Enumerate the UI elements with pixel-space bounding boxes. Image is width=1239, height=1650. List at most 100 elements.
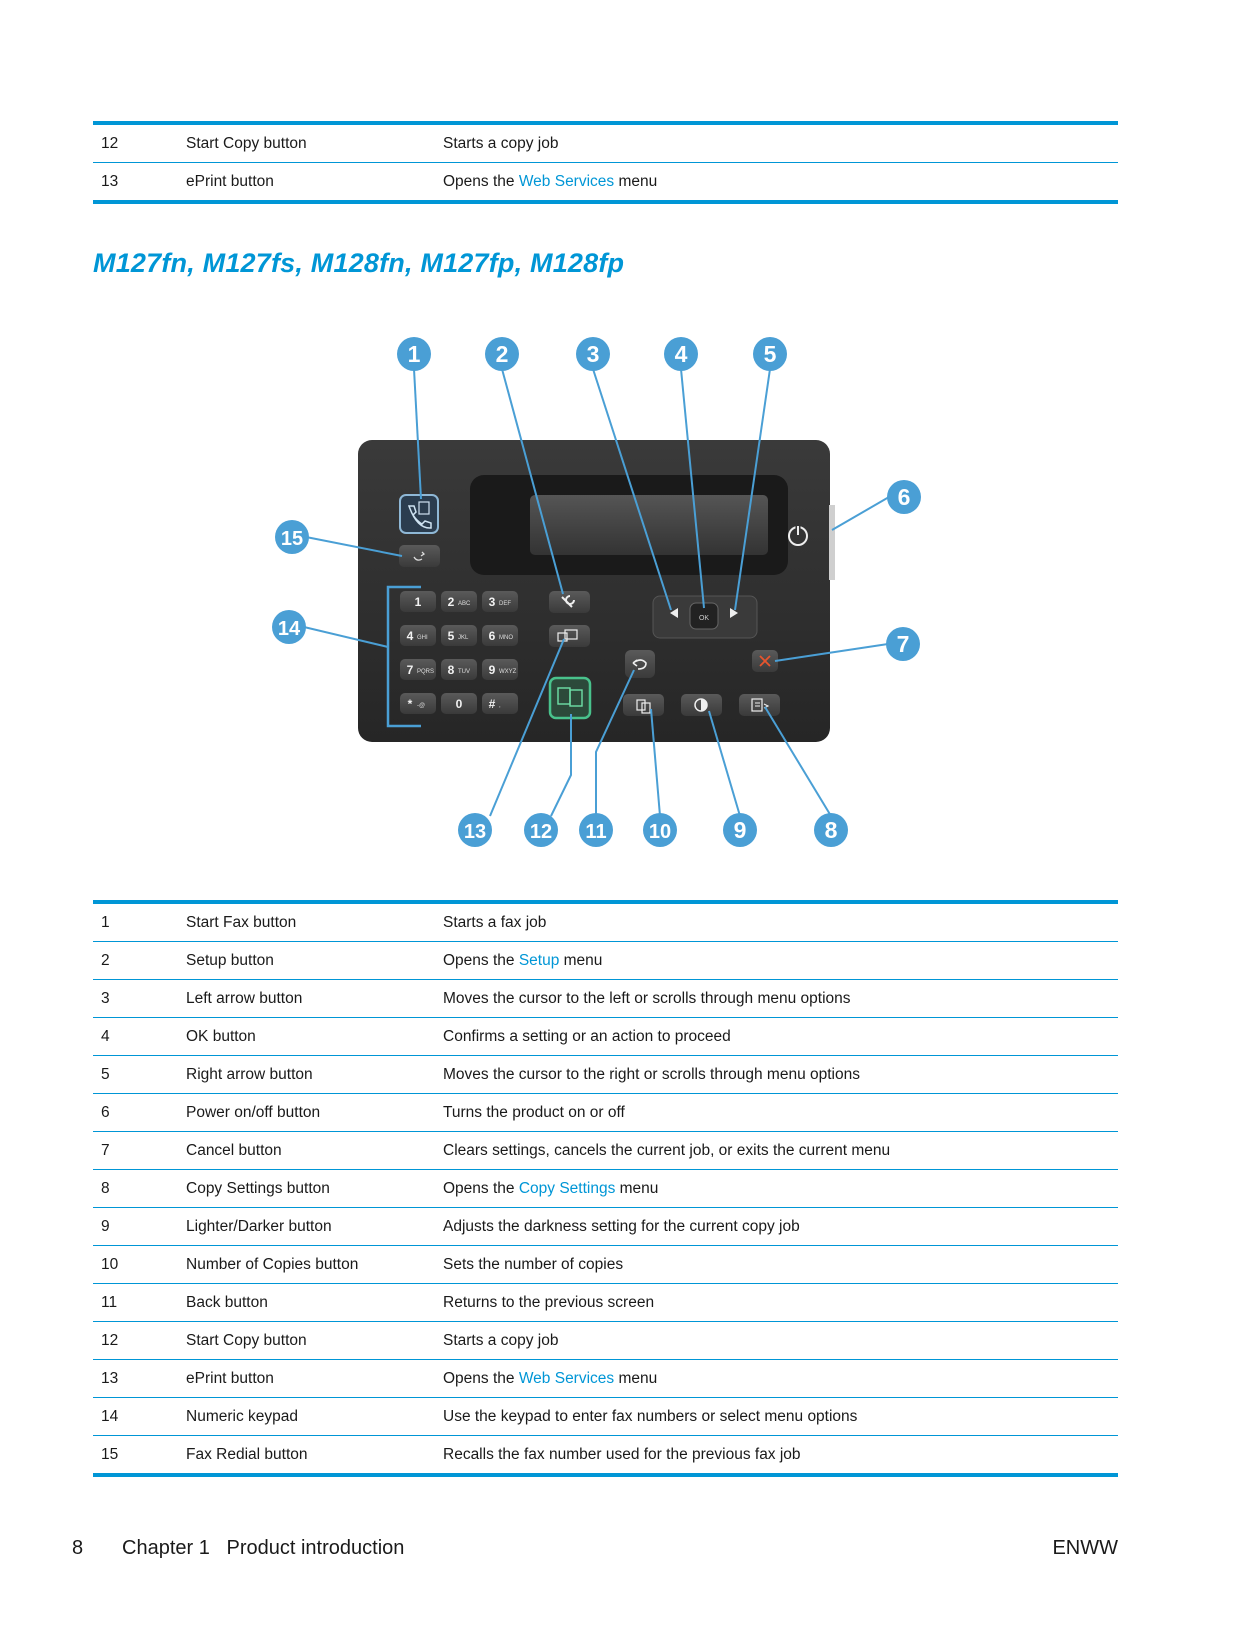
row-number: 12	[101, 1332, 119, 1349]
callout-4: 4	[664, 337, 698, 371]
setup-button[interactable]	[549, 591, 590, 613]
callout-6: 6	[887, 480, 921, 514]
row-number: 13	[101, 173, 119, 190]
row-desc: Returns to the previous screen	[443, 1294, 655, 1311]
cancel-button[interactable]	[752, 650, 778, 672]
callout-11: 11	[579, 813, 613, 847]
callout-10: 10	[643, 813, 677, 847]
row-desc: Starts a copy job	[443, 1332, 559, 1349]
menu-link[interactable]: Setup	[518, 952, 560, 969]
key-10[interactable]: * -@	[400, 693, 436, 714]
callout-3: 3	[576, 337, 610, 371]
row-number: 6	[101, 1104, 110, 1121]
row-desc: Recalls the fax number used for the prev…	[443, 1446, 801, 1463]
callout-number: 11	[585, 821, 606, 843]
start-fax-button[interactable]	[399, 494, 439, 534]
right-arrow-button[interactable]	[730, 608, 738, 618]
row-number: 15	[101, 1446, 119, 1463]
row-number: 1	[101, 914, 110, 931]
row-desc: Starts a copy job	[443, 135, 559, 152]
row-desc: Opens the Setup menu	[443, 952, 603, 969]
row-desc: Confirms a setting or an action to proce…	[443, 1028, 731, 1045]
row-number: 12	[101, 135, 119, 152]
row-name: Fax Redial button	[186, 1446, 308, 1463]
menu-link[interactable]: Copy Settings	[518, 1180, 616, 1197]
table-row: 13 ePrint button Opens the Web Services …	[93, 163, 1118, 200]
key-digit: 3	[489, 595, 496, 609]
table-row: 15 Fax Redial button Recalls the fax numbe…	[93, 1436, 1118, 1473]
callout-number: 14	[278, 618, 301, 640]
table-row: 2 Setup button Opens the Setup menu	[93, 942, 1118, 980]
key-11[interactable]: 0	[441, 693, 477, 714]
row-name: Setup button	[186, 952, 274, 969]
copy-settings-button[interactable]	[739, 694, 780, 716]
row-number: 5	[101, 1066, 110, 1083]
table-bottom-rule	[93, 200, 1118, 204]
key-digit: 2	[448, 595, 455, 609]
row-name: Power on/off button	[186, 1104, 321, 1121]
power-button[interactable]	[788, 525, 808, 546]
chapter-title: Chapter 1 Product introduction	[122, 1537, 405, 1559]
fax-redial-button[interactable]	[399, 545, 440, 567]
callout-2: 2	[485, 337, 519, 371]
row-number: 4	[101, 1028, 110, 1045]
callout-number: 5	[764, 341, 777, 367]
row-number: 10	[101, 1256, 119, 1273]
menu-link[interactable]: Web Services	[518, 1370, 615, 1387]
key-1[interactable]: 1	[400, 591, 436, 612]
callout-number: 2	[496, 341, 509, 367]
lighter-darker-button[interactable]	[681, 694, 722, 716]
key-letters: DEF	[499, 601, 511, 607]
callout-number: 4	[675, 341, 688, 367]
key-digit: 6	[489, 629, 496, 643]
key-letters: MNO	[499, 635, 513, 641]
keypad-bracket	[386, 585, 421, 728]
left-arrow-button[interactable]	[670, 608, 678, 618]
eprint-button[interactable]	[549, 625, 590, 647]
lcd-screen	[530, 495, 768, 555]
svg-text:OK: OK	[699, 615, 709, 622]
row-desc: Use the keypad to enter fax numbers or s…	[443, 1408, 858, 1425]
back-button[interactable]	[625, 650, 655, 678]
callout-number: 6	[898, 484, 911, 510]
callout-5: 5	[753, 337, 787, 371]
key-letters: -@	[417, 703, 425, 709]
web-services-link[interactable]: Web Services	[518, 173, 615, 190]
number-of-copies-button[interactable]	[623, 694, 664, 716]
leader-lines	[303, 368, 890, 817]
row-desc: Moves the cursor to the right or scrolls…	[443, 1066, 860, 1083]
callout-number: 3	[587, 341, 600, 367]
row-desc: Starts a fax job	[443, 914, 547, 931]
row-name: Start Copy button	[186, 135, 307, 152]
row-name: Copy Settings button	[186, 1180, 330, 1197]
key-letters: ABC	[458, 601, 471, 607]
callout-number: 15	[281, 528, 303, 550]
row-number: 2	[101, 952, 110, 969]
key-12[interactable]: #,	[482, 693, 518, 714]
callout-number: 1	[408, 341, 421, 367]
callout-number: 7	[897, 631, 910, 657]
key-digit: 1	[415, 595, 422, 609]
key-digit: 9	[489, 663, 496, 677]
start-copy-button[interactable]	[548, 676, 592, 720]
callout-15: 15	[275, 520, 309, 554]
row-desc: Adjusts the darkness setting for the cur…	[443, 1218, 800, 1235]
key-digit: *	[408, 697, 413, 711]
